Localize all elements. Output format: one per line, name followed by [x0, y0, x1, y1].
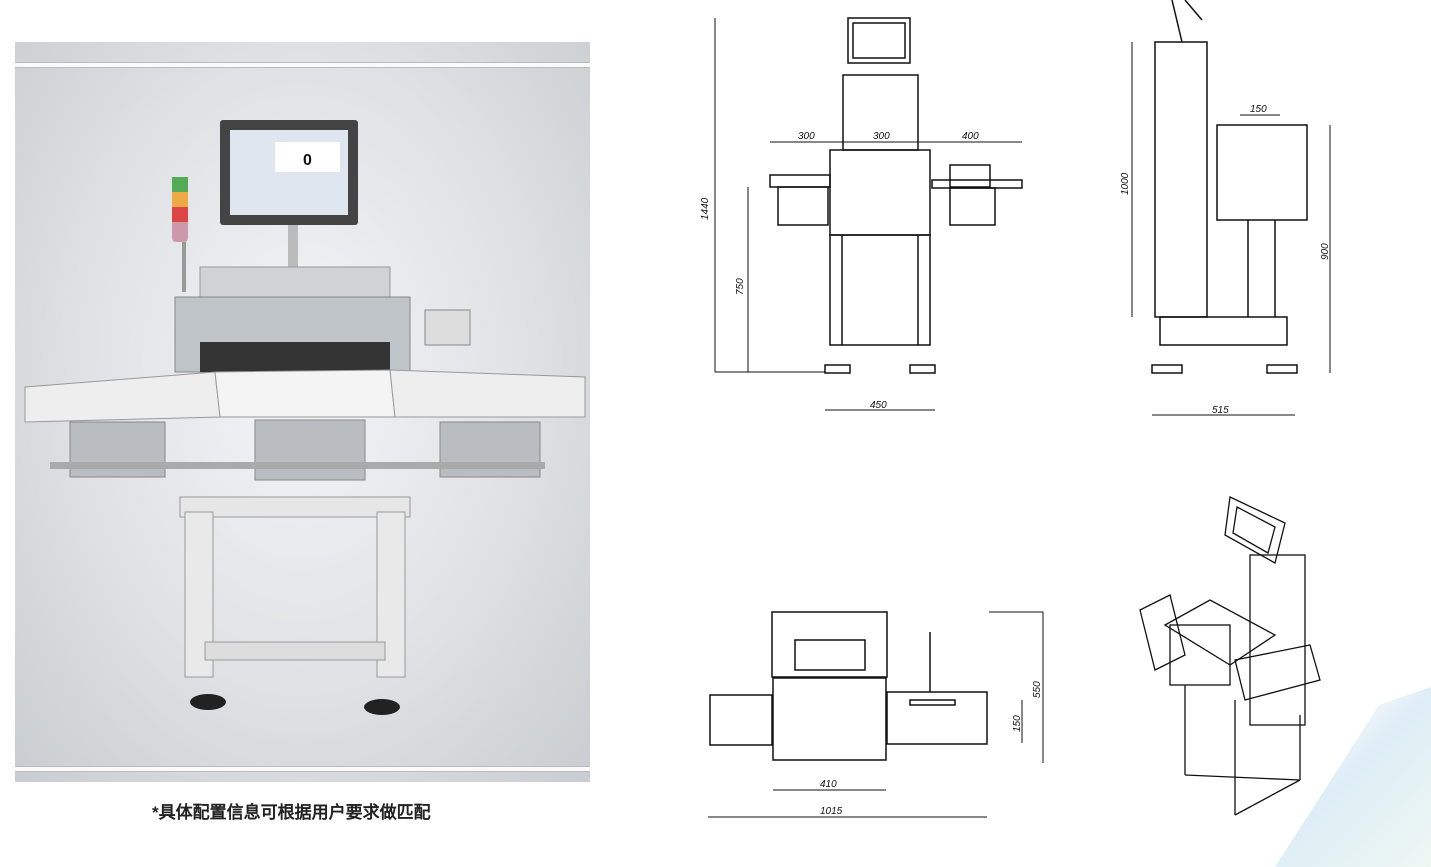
front-dim-left: 300	[798, 131, 815, 142]
configuration-note: *具体配置信息可根据用户要求做匹配	[152, 803, 431, 822]
front-dim-belt-height: 750	[735, 278, 746, 295]
top-dim-belt: 150	[1012, 715, 1023, 732]
side-view-drawing: 150 1000 900 515	[1120, 0, 1331, 416]
front-view-drawing: 300 300 400 1440 750 450	[700, 17, 1023, 411]
side-dim-height: 900	[1320, 243, 1331, 260]
checkweigher-machine: 0	[24, 120, 586, 715]
top-dim-total-length: 1015	[820, 806, 843, 817]
front-dim-height: 1440	[700, 197, 711, 220]
side-dim-depth: 515	[1212, 405, 1229, 416]
top-dim-width: 550	[1032, 681, 1043, 698]
side-dim-chute: 150	[1250, 104, 1267, 115]
photo-frame-bottom	[15, 766, 590, 772]
photo-frame-top	[15, 62, 590, 68]
top-view-drawing: 550 150 410 1015	[708, 611, 1044, 818]
top-dim-weigh-length: 410	[820, 779, 837, 790]
product-photo: 0	[15, 42, 590, 782]
isometric-drawing	[1139, 496, 1321, 816]
side-dim-column: 1000	[1120, 172, 1131, 195]
front-dim-center: 300	[873, 131, 890, 142]
screen-value: 0	[303, 152, 312, 169]
front-dim-base-width: 450	[870, 400, 887, 411]
front-dim-right: 400	[962, 131, 979, 142]
